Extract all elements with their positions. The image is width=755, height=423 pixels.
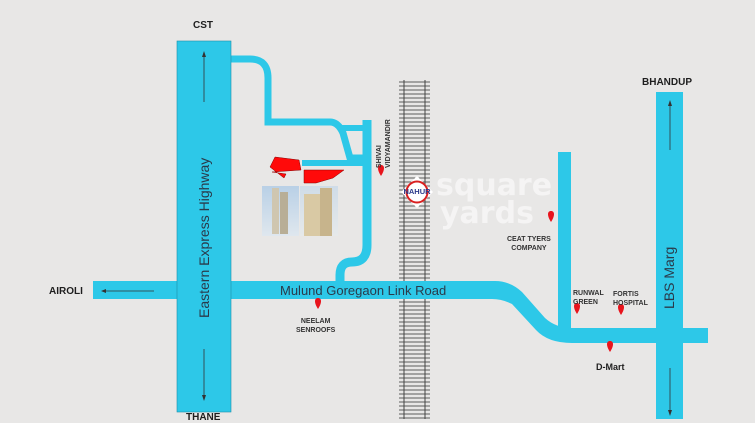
road-name-link-road: Mulund Goregaon Link Road: [280, 283, 447, 298]
map-pins: [315, 165, 624, 352]
ceat-road: [558, 152, 571, 332]
landmark-label-line: NEELAM: [300, 318, 331, 325]
railway-track: [399, 80, 430, 419]
landmark-fortis-hospital: FORTIS HOSPITAL: [613, 290, 648, 308]
station-marker: [401, 176, 433, 208]
watermark-line-2: yards: [440, 196, 534, 231]
shivai-road: [335, 120, 372, 290]
destination-cst: CST: [193, 20, 213, 31]
map-pin-icon[interactable]: [618, 304, 624, 315]
landmark-dmart: D-Mart: [596, 362, 625, 372]
landmark-neelam-senroofs: NEELAM SENROOFS: [296, 317, 335, 335]
bhandup-arrowhead-icon: [668, 100, 672, 106]
tower-shape: [320, 188, 332, 236]
landmark-label-line: RUNWAL: [573, 290, 604, 297]
lbs-south-arrowhead-icon: [668, 410, 672, 416]
link-road: [231, 281, 708, 343]
landmark-runwal-green: RUNWAL GREEN: [573, 289, 604, 307]
tower-shape: [272, 188, 279, 234]
project-tower-photo-2: [300, 186, 338, 236]
landmark-label-line: FORTIS: [613, 291, 639, 298]
landmark-label-line: CEAT TYERS: [507, 236, 551, 243]
project-tower-photo-1: [262, 186, 299, 236]
project-site-plot-b: [303, 169, 345, 184]
cst-arrowhead-icon: [202, 51, 206, 57]
map-pin-icon[interactable]: [315, 298, 321, 309]
railway-station-icon[interactable]: NAHUR: [400, 175, 434, 209]
landmark-label-line: GREEN: [573, 299, 598, 306]
landmark-ceat-tyers: CEAT TYERS COMPANY: [507, 235, 551, 253]
landmark-label-line: SHIVAI: [376, 145, 383, 168]
map-pin-icon[interactable]: [607, 341, 613, 352]
destination-airoli: AIROLI: [49, 286, 83, 297]
landmark-shivai-vidyamandir: SHIVAI VIDYAMANDIR: [375, 119, 393, 168]
watermark: square yards: [436, 168, 553, 231]
tower-shape: [280, 192, 288, 234]
destination-bhandup: BHANDUP: [642, 77, 692, 88]
loop-road: [231, 55, 367, 162]
landmark-label-line: SENROOFS: [296, 327, 336, 334]
map-pin-icon[interactable]: [548, 211, 554, 222]
landmark-label-line: COMPANY: [511, 245, 547, 252]
landmark-label-line: HOSPITAL: [613, 300, 648, 307]
station-name: NAHUR: [403, 187, 431, 196]
airoli-arrowhead-icon: [101, 289, 106, 293]
road-name-eastern-express-highway: Eastern Express Highway: [196, 157, 212, 318]
airoli-road: [93, 281, 183, 299]
road-name-lbs-marg: LBS Marg: [661, 246, 677, 309]
map-pin-icon[interactable]: [378, 165, 384, 176]
landmark-label-line: VIDYAMANDIR: [385, 119, 392, 168]
destination-thane: THANE: [186, 412, 221, 423]
lbs-marg-road: [656, 92, 683, 419]
map-pin-icon[interactable]: [574, 303, 580, 314]
project-site-plot-a: [269, 156, 302, 179]
watermark-line-1: square: [436, 168, 553, 203]
thane-arrowhead-icon: [202, 395, 206, 401]
